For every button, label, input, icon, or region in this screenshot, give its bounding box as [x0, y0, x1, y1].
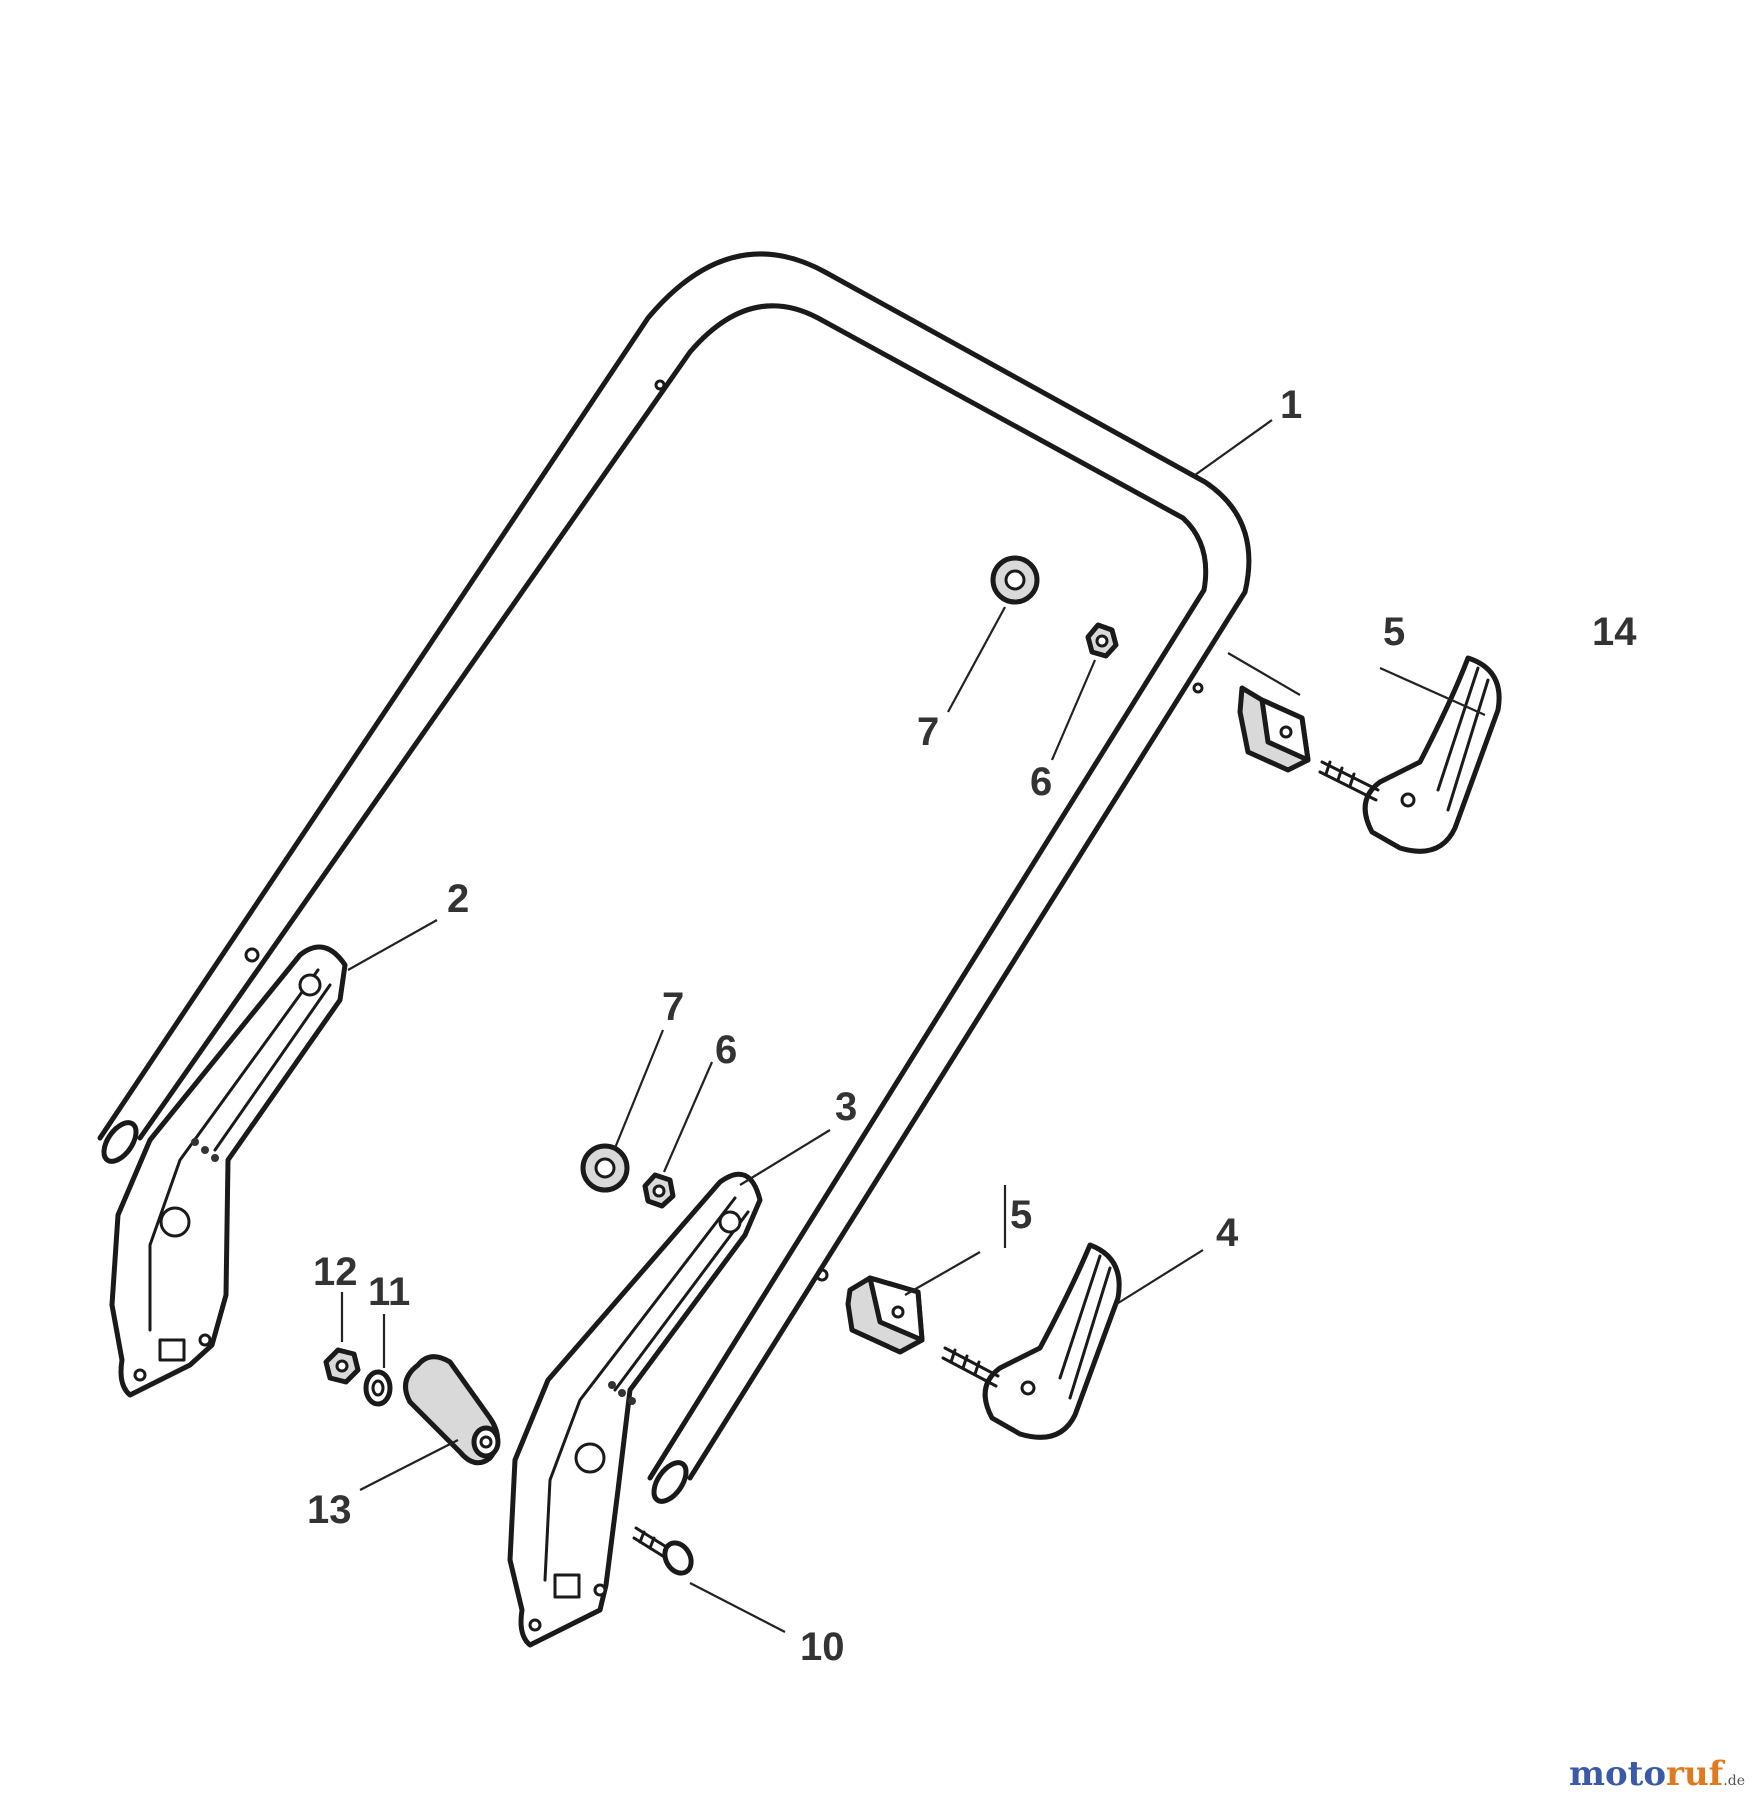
callout-5-lower: 5: [1010, 1193, 1032, 1237]
nut-part-12: [323, 1347, 361, 1385]
spacer-block-upper-part-5: [1237, 685, 1311, 773]
screw-part-10: [632, 1526, 694, 1576]
callout-6-lower: 6: [715, 1028, 737, 1072]
callout-6-upper: 6: [1030, 760, 1052, 804]
lever-knob-part-14: [1318, 655, 1502, 854]
hex-nut-lower-part-6: [642, 1172, 676, 1209]
callout-10: 10: [800, 1625, 845, 1669]
callout-3: 3: [835, 1085, 857, 1129]
callout-7-lower: 7: [662, 985, 684, 1029]
callout-5-upper: 5: [1383, 610, 1405, 654]
left-bracket-part-2: [109, 944, 348, 1398]
callout-13: 13: [307, 1488, 352, 1532]
spacer-block-lower-part-5: [845, 1275, 925, 1355]
callout-1: 1: [1280, 383, 1302, 427]
right-bracket-part-3: [507, 1171, 763, 1648]
hex-nut-upper-part-6: [1085, 622, 1119, 659]
watermark-part-a: moto: [1568, 1754, 1667, 1794]
handle-tube-part-1: [97, 251, 1252, 1504]
callout-labels: 1 2 3 4 5 5 6 6 7 7 10 11 12 13 14: [307, 383, 1637, 1669]
washer-part-11: [363, 1369, 393, 1407]
callout-2: 2: [447, 877, 469, 921]
callout-11: 11: [368, 1270, 410, 1314]
watermark-part-c: .de: [1723, 1773, 1745, 1789]
callout-leaders: [340, 419, 1486, 1633]
callout-7-upper: 7: [917, 710, 939, 754]
callout-12: 12: [313, 1250, 358, 1294]
watermark-part-b: ruf: [1666, 1754, 1724, 1794]
callout-4: 4: [1216, 1211, 1239, 1255]
flange-nut-upper-part-7: [990, 555, 1040, 605]
watermark-logo: motoruf.de: [1569, 1754, 1745, 1794]
flange-nut-lower-part-7: [580, 1143, 630, 1193]
clamp-lever-part-13: [403, 1354, 501, 1466]
lever-knob-part-4: [941, 1242, 1122, 1440]
callout-14: 14: [1592, 610, 1637, 654]
